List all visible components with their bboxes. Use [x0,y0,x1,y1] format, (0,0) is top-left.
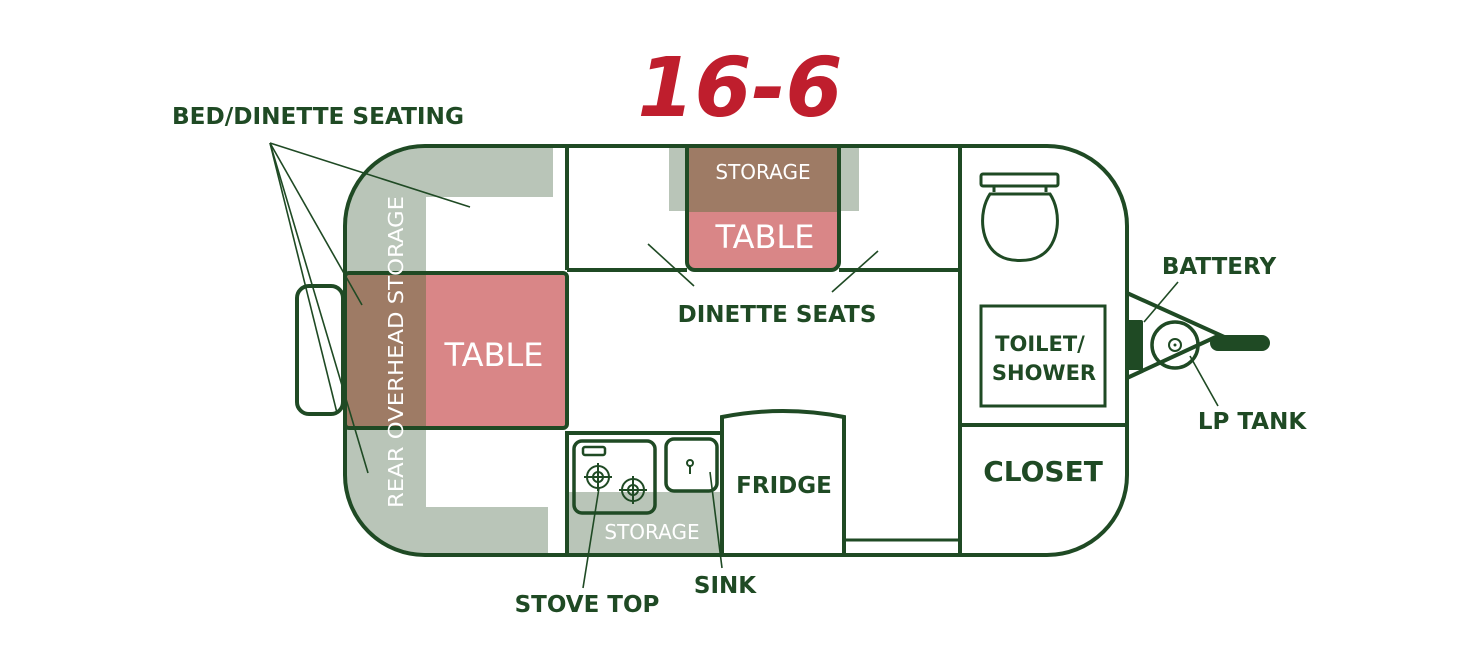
rear-overhead-storage-label: REAR OVERHEAD STORAGE [384,196,408,508]
sink-faucet-icon [686,459,694,474]
galley-storage-label: STORAGE [604,520,699,544]
battery-callout: BATTERY [1162,254,1277,280]
callout-leaders [269,142,1219,589]
rear-overhead-storage [346,273,426,427]
dinette-storage-label: STORAGE [715,160,810,184]
bed-dinette-seating-callout: BED/DINETTE SEATING [172,104,464,130]
stove-burner-icon [581,445,647,504]
fridge-label: FRIDGE [736,473,832,499]
toilet-shower-label-line1: TOILET/ [995,332,1085,356]
lp-tank-callout: LP TANK [1198,409,1307,435]
dinette-seats-callout: DINETTE SEATS [678,302,877,328]
rear-table-label: TABLE [444,336,544,374]
toilet-icon [979,172,1060,262]
spare-tire-icon [295,284,345,416]
sink-callout: SINK [694,573,757,599]
stove-top-callout: STOVE TOP [515,592,660,618]
dinette-table [687,212,839,270]
lp-tank-icon [1150,320,1200,370]
closet-label: CLOSET [983,455,1103,488]
rear-table [426,273,567,427]
toilet-shower-label-line2: SHOWER [992,361,1096,385]
trailer-outline [295,144,1225,557]
rear-seating-fill [345,148,553,553]
battery-icon [1127,320,1143,370]
dinette-storage [687,148,839,212]
floorplan-title: 16-6 [637,41,842,136]
dinette-table-label: TABLE [715,218,815,256]
